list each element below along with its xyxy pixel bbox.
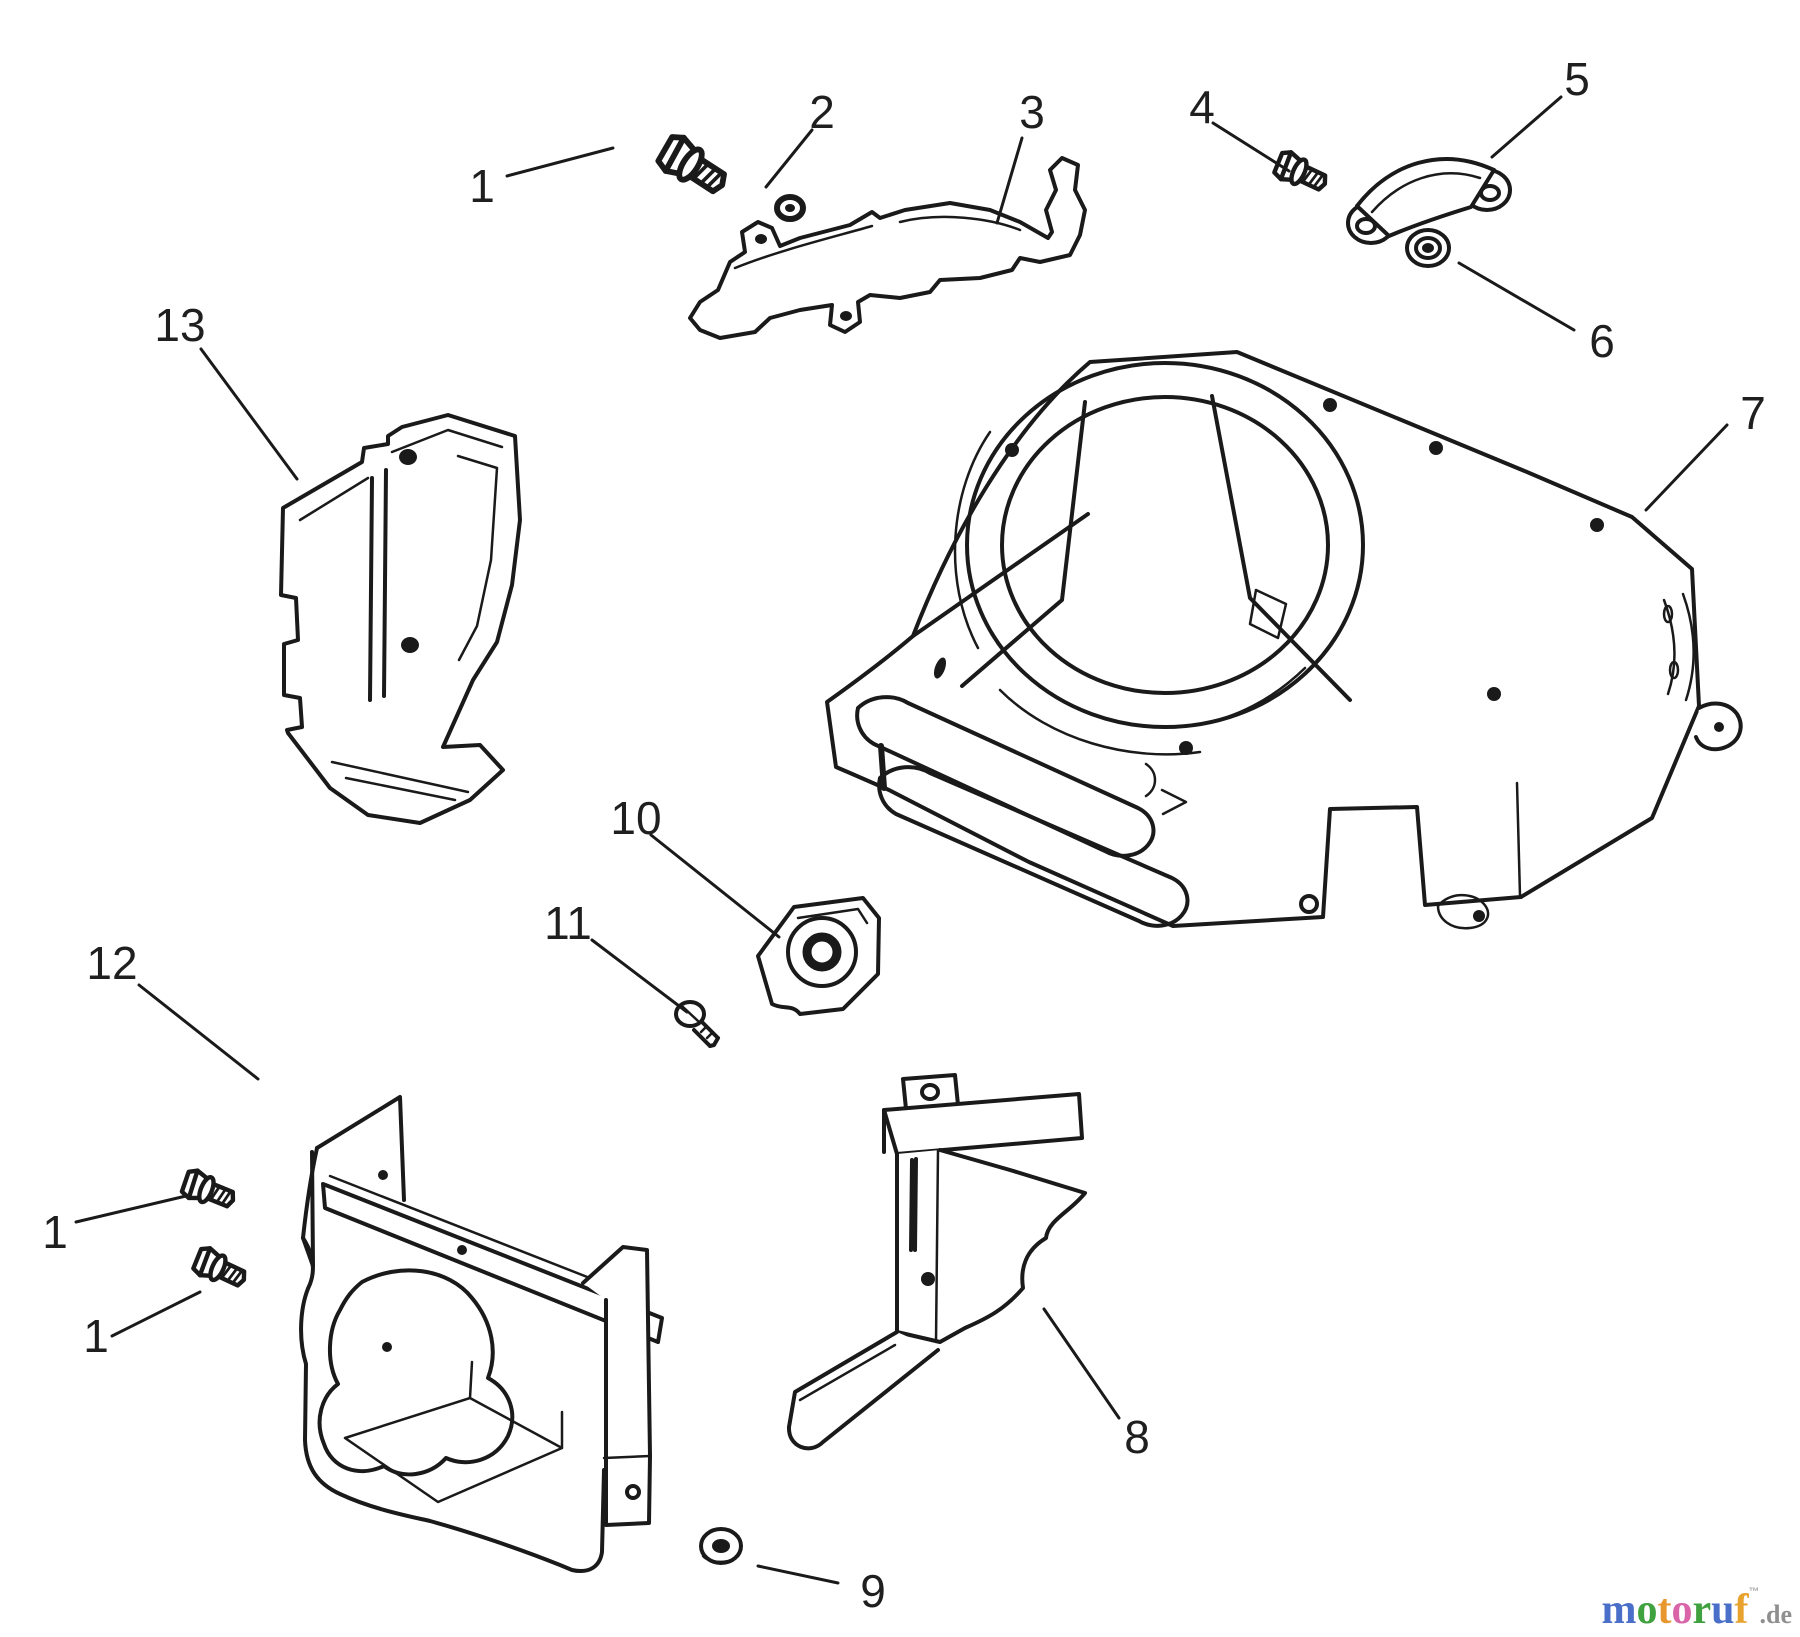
callout-8: 8 xyxy=(1042,1307,1150,1463)
callout-label: 1 xyxy=(42,1206,68,1258)
part-1-hex-screw-top xyxy=(655,132,733,201)
watermark-suffix: .de xyxy=(1759,1600,1793,1629)
callout-label: 7 xyxy=(1740,387,1766,439)
callout-2: 2 xyxy=(764,86,835,189)
callout-label: 1 xyxy=(83,1310,109,1362)
callout-label: 9 xyxy=(860,1565,886,1617)
callout-3: 3 xyxy=(995,86,1045,225)
callout-label: 10 xyxy=(610,792,661,844)
callout-label: 3 xyxy=(1019,86,1045,138)
motoruf-watermark: motoruf™ .de xyxy=(1601,1586,1793,1633)
callout-10: 10 xyxy=(610,792,781,939)
watermark-letter: o xyxy=(1636,1587,1658,1633)
part-1-hex-screw-left-upper xyxy=(180,1168,239,1214)
part-2-small-nut xyxy=(774,194,806,222)
watermark-letter: f xyxy=(1734,1587,1749,1633)
part-13-side-baffle-plate xyxy=(279,413,522,825)
part-6-flange-nut xyxy=(1405,228,1451,268)
callout-label: 1 xyxy=(469,160,495,212)
callout-label: 5 xyxy=(1564,53,1590,105)
part-3-upper-bracket xyxy=(688,156,1087,340)
part-9-flange-nut xyxy=(699,1527,743,1565)
callout-12: 12 xyxy=(86,937,260,1081)
callout-7: 7 xyxy=(1644,387,1766,512)
part-7-blower-housing xyxy=(825,350,1743,930)
callout-label: 13 xyxy=(154,299,205,351)
watermark-trademark: ™ xyxy=(1748,1586,1760,1598)
part-12-cylinder-baffle-shroud xyxy=(299,1095,664,1573)
callout-label: 11 xyxy=(544,897,592,949)
callout-6: 6 xyxy=(1457,261,1615,367)
part-5-strap-clamp xyxy=(1346,157,1512,245)
watermark-letter: u xyxy=(1711,1587,1735,1633)
callout-label: 4 xyxy=(1189,81,1215,133)
callout-1-left-lower: 1 xyxy=(83,1290,202,1362)
part-1-hex-screw-left-lower xyxy=(191,1245,250,1293)
callout-label: 8 xyxy=(1124,1411,1150,1463)
callout-1-left-upper: 1 xyxy=(42,1194,188,1258)
part-8-baffle xyxy=(786,1073,1087,1451)
callouts: 1 2 3 4 5 6 7 8 9 10 11 12 13 1 1 xyxy=(42,53,1766,1617)
callout-label: 12 xyxy=(86,937,137,989)
watermark-letter: m xyxy=(1601,1587,1637,1633)
part-4-hex-screw xyxy=(1272,149,1331,197)
callout-label: 6 xyxy=(1589,315,1615,367)
callout-11: 11 xyxy=(544,897,689,1014)
callout-9: 9 xyxy=(756,1564,886,1617)
callout-1-top: 1 xyxy=(469,146,615,212)
part-10-retainer-plate xyxy=(756,896,881,1016)
watermark-letter: o xyxy=(1671,1587,1693,1633)
watermark-letter: t xyxy=(1657,1587,1672,1633)
watermark-letter: r xyxy=(1692,1587,1712,1633)
callout-4: 4 xyxy=(1189,81,1291,173)
callout-label: 2 xyxy=(809,86,835,138)
callout-13: 13 xyxy=(154,299,299,481)
callout-5: 5 xyxy=(1490,53,1590,159)
